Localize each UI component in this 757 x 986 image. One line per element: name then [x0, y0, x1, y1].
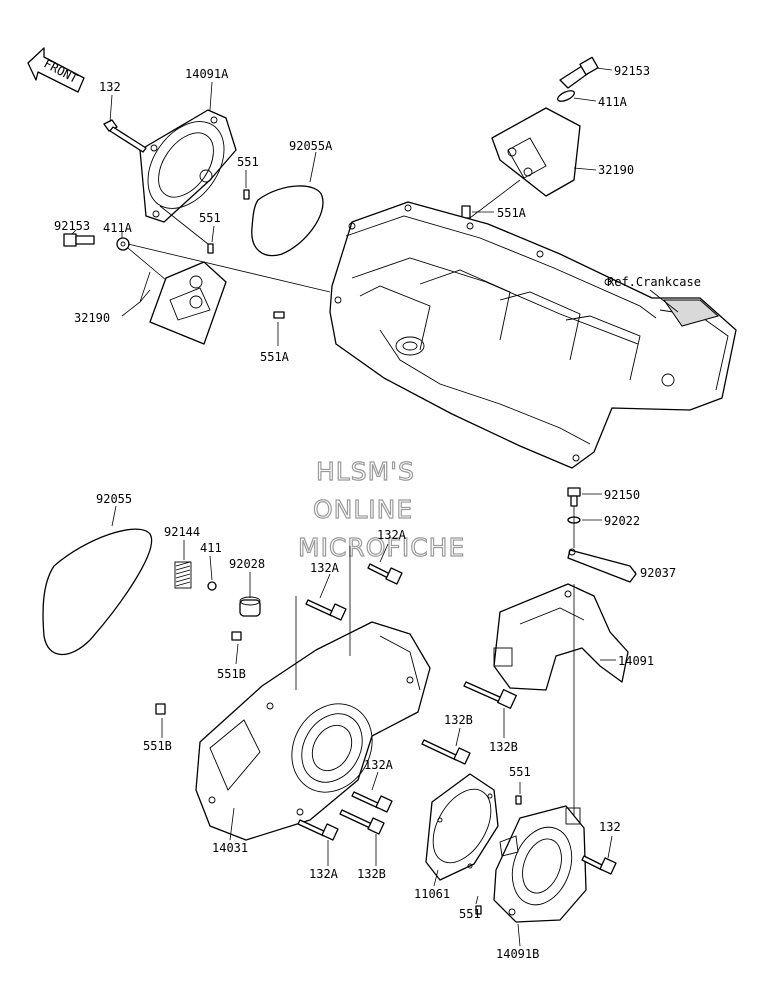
label-551A-left: 551A	[260, 350, 290, 364]
watermark-line-1: HLSM'S	[316, 457, 415, 486]
bolt-132-right	[581, 855, 617, 875]
bracket-32190-left	[149, 261, 227, 345]
label-551B-a: 551B	[217, 667, 246, 681]
ball-411	[207, 581, 217, 591]
bolt-132A-top	[367, 563, 403, 585]
washer-411A-top	[557, 90, 575, 102]
cover-14091A	[139, 109, 237, 223]
label-92022: 92022	[604, 514, 640, 528]
watermark: HLSM'S ONLINE MICROFICHE	[297, 456, 465, 562]
label-132-right: 132	[599, 820, 621, 834]
label-14091A: 14091A	[185, 67, 229, 81]
label-132B-bot: 132B	[357, 867, 386, 881]
label-92150: 92150	[604, 488, 640, 502]
bolt-132-top	[103, 119, 147, 153]
label-14091B: 14091B	[496, 947, 539, 961]
bolt-132A-bot	[297, 819, 339, 841]
label-92055: 92055	[96, 492, 132, 506]
dowel-551B-a	[231, 631, 242, 641]
label-32190-left: 32190	[74, 311, 110, 325]
label-ref-crankcase: Ref.Crankcase	[607, 275, 701, 289]
bolt-92153-top	[559, 56, 599, 89]
label-32190-right: 32190	[598, 163, 634, 177]
label-92153-top: 92153	[614, 64, 650, 78]
dowel-551-c	[515, 795, 522, 805]
label-551-b: 551	[199, 211, 221, 225]
part-labels: 132 14091A 92153 411A 32190 92055A 551 5…	[54, 64, 701, 961]
bracket-32190-right	[491, 107, 581, 197]
washer-411A-left	[116, 237, 130, 251]
label-132A-bot: 132A	[309, 867, 339, 881]
label-92153-left: 92153	[54, 219, 90, 233]
label-411: 411	[200, 541, 222, 555]
label-132B-b: 132B	[489, 740, 518, 754]
collar-92028	[239, 596, 261, 617]
label-132B-a: 132B	[444, 713, 473, 727]
front-arrow-badge: FRONT	[27, 47, 85, 93]
label-92144: 92144	[164, 525, 200, 539]
label-14031: 14031	[212, 841, 248, 855]
spring-92144	[174, 561, 192, 589]
bolt-132A-mid	[305, 599, 347, 621]
label-132A-mid: 132A	[310, 561, 340, 575]
dowel-551-d	[475, 905, 482, 915]
dowel-551A-right	[461, 205, 471, 219]
bolt-132B-b	[421, 739, 471, 765]
label-551-c: 551	[509, 765, 531, 779]
label-411A-left: 411A	[103, 221, 133, 235]
oring-92055	[42, 528, 153, 656]
dowel-551B-b	[155, 703, 166, 715]
dowel-551-a	[243, 189, 250, 200]
bolt-92153-left	[63, 233, 95, 247]
label-551A-right: 551A	[497, 206, 527, 220]
crankcase	[329, 201, 737, 469]
label-132A-low: 132A	[364, 758, 394, 772]
bolt-132B-bot	[339, 809, 385, 835]
bolt-132B-a	[463, 681, 517, 709]
cover-14091	[493, 583, 629, 691]
label-551B-b: 551B	[143, 739, 172, 753]
label-92037: 92037	[640, 566, 676, 580]
label-14091: 14091	[618, 654, 654, 668]
bolt-132A-low	[351, 791, 393, 813]
watermark-line-3: MICROFICHE	[298, 533, 465, 562]
cover-14091B	[493, 805, 587, 923]
label-551-d: 551	[459, 907, 481, 921]
label-92028: 92028	[229, 557, 265, 571]
label-551-a: 551	[237, 155, 259, 169]
label-132-top: 132	[99, 80, 121, 94]
label-11061: 11061	[414, 887, 450, 901]
label-92055A: 92055A	[289, 139, 333, 153]
gasket-11061	[425, 773, 499, 881]
label-411A-top: 411A	[598, 95, 628, 109]
oring-92055A	[251, 185, 324, 257]
watermark-line-2: ONLINE	[313, 495, 413, 524]
cover-14031	[195, 621, 431, 841]
dowel-551-b	[207, 243, 214, 254]
clamp-92037	[567, 548, 637, 583]
dowel-551A-left	[273, 311, 285, 319]
label-132A-top: 132A	[377, 528, 407, 542]
bolt-92150	[567, 487, 581, 507]
